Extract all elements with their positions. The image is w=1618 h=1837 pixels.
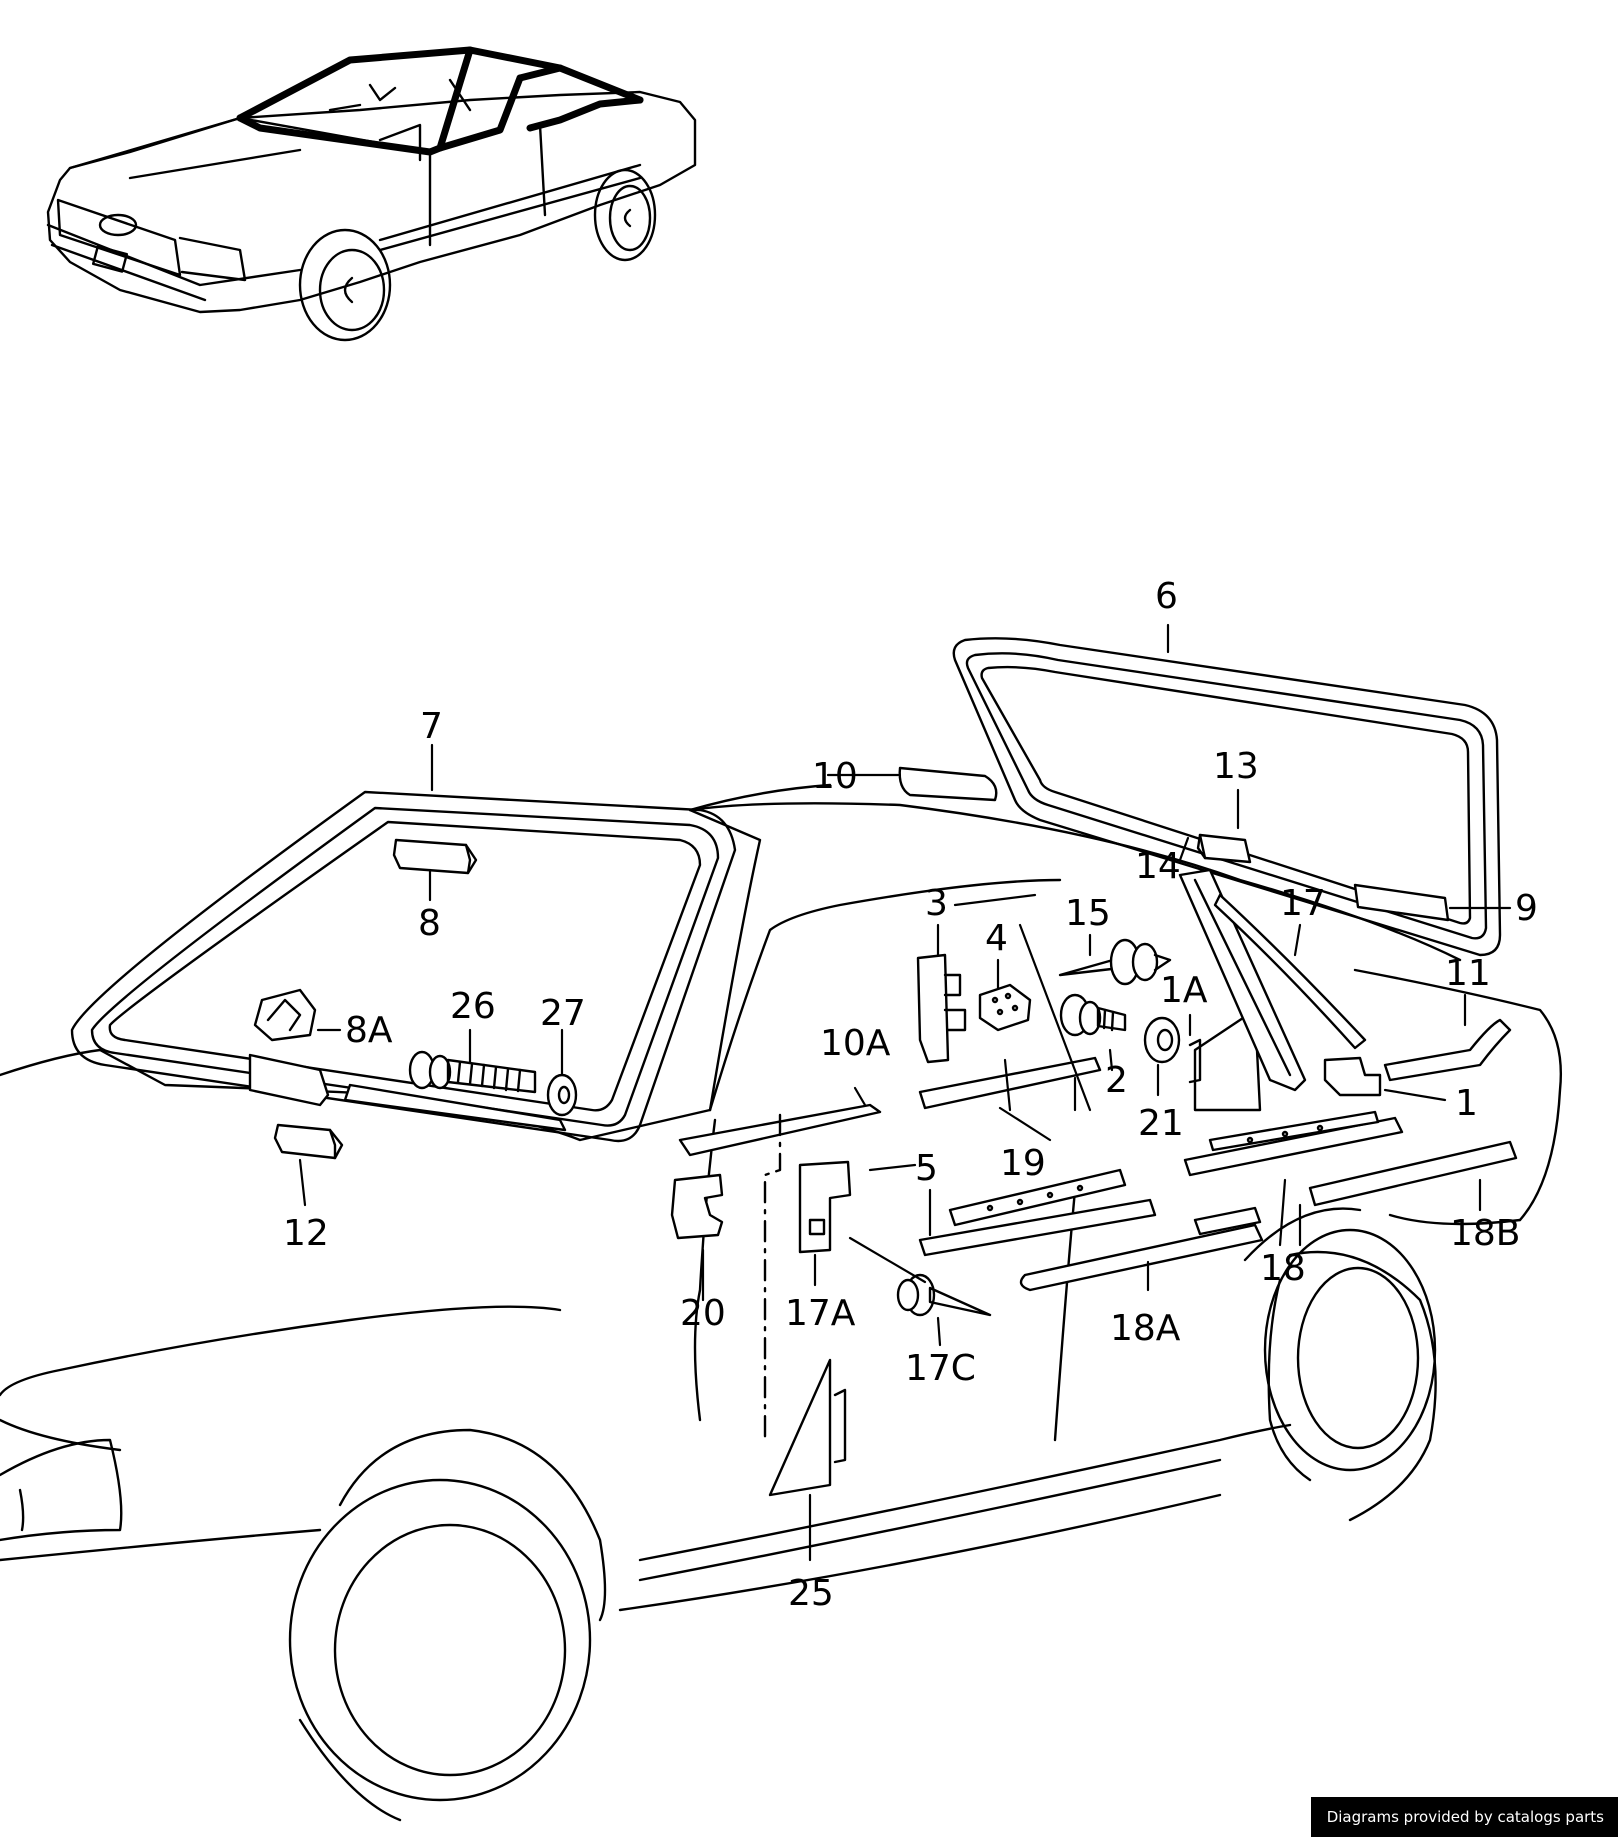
callout-5: 5 bbox=[915, 1148, 938, 1189]
callout-6: 6 bbox=[1155, 576, 1178, 617]
part-26-bolt bbox=[408, 1050, 537, 1094]
car-thumbnail-illustration bbox=[46, 46, 697, 342]
part-10-trim-piece bbox=[898, 766, 998, 802]
callout-10A: 10A bbox=[820, 1023, 891, 1064]
part-9-trim-block bbox=[1353, 883, 1450, 922]
part-1A-corner-piece bbox=[1188, 1008, 1262, 1112]
part-14-pillar-trim bbox=[1178, 868, 1307, 1092]
callout-9: 9 bbox=[1515, 888, 1538, 929]
part-13-trim-block bbox=[1196, 833, 1252, 864]
part-1-bracket bbox=[1323, 1056, 1382, 1097]
callout-17: 17 bbox=[1280, 883, 1326, 924]
leader-lines bbox=[298, 623, 1512, 1562]
callout-2: 2 bbox=[1105, 1060, 1128, 1101]
part-27-washer bbox=[546, 1073, 578, 1117]
part-12-trim-block bbox=[273, 1123, 344, 1160]
callout-8A: 8A bbox=[345, 1010, 393, 1051]
callout-14: 14 bbox=[1135, 846, 1181, 887]
callout-27: 27 bbox=[540, 993, 586, 1034]
dashed-guide-line bbox=[763, 1113, 782, 1442]
callout-18B: 18B bbox=[1450, 1213, 1521, 1254]
part-15-pin bbox=[1058, 938, 1172, 986]
main-car-body bbox=[0, 783, 1562, 1822]
callout-15: 15 bbox=[1065, 893, 1111, 934]
callout-26: 26 bbox=[450, 986, 496, 1027]
part-2-screw bbox=[1059, 993, 1127, 1037]
part-11-trim-strip bbox=[1383, 1018, 1512, 1082]
callout-25: 25 bbox=[788, 1573, 834, 1614]
part-8-trim-block bbox=[392, 838, 478, 875]
part-17C-bolt bbox=[896, 1273, 992, 1317]
part-18A-strip bbox=[1019, 1223, 1264, 1292]
part-21-washer bbox=[1143, 1016, 1181, 1064]
part-18B-strip bbox=[1308, 1140, 1518, 1207]
callout-13: 13 bbox=[1213, 746, 1259, 787]
callout-11: 11 bbox=[1445, 953, 1491, 994]
callout-18A: 18A bbox=[1110, 1308, 1181, 1349]
part-6-rear-window-seal bbox=[952, 637, 1502, 957]
diagram-credit-badge: Diagrams provided by catalogs parts bbox=[1310, 1797, 1618, 1837]
part-25-triangle-panel bbox=[768, 1358, 847, 1497]
callout-12: 12 bbox=[283, 1213, 329, 1254]
callout-8: 8 bbox=[418, 903, 441, 944]
callout-17A: 17A bbox=[785, 1293, 856, 1334]
part-17-seal-strip bbox=[1213, 893, 1367, 1050]
callout-3: 3 bbox=[925, 883, 948, 924]
part-18-rear-door-strips bbox=[1183, 1110, 1404, 1236]
part-3-bracket bbox=[916, 953, 967, 1064]
part-8A-clip bbox=[253, 988, 317, 1042]
part-5-19-door-strips bbox=[918, 1056, 1157, 1257]
part-17A-bracket bbox=[798, 1160, 852, 1254]
part-4-grommet bbox=[978, 983, 1032, 1032]
callout-17C: 17C bbox=[905, 1348, 976, 1389]
callout-labels: 6 7 8 8A 26 27 12 10 13 9 14 17 11 15 1A… bbox=[283, 576, 1538, 1614]
callout-1: 1 bbox=[1455, 1083, 1478, 1124]
callout-19: 19 bbox=[1000, 1143, 1046, 1184]
callout-7: 7 bbox=[420, 706, 443, 747]
callout-10: 10 bbox=[812, 756, 858, 797]
part-7-windshield-seal bbox=[70, 790, 737, 1143]
part-20-bracket bbox=[670, 1173, 724, 1240]
callout-20: 20 bbox=[680, 1293, 726, 1334]
callout-18: 18 bbox=[1260, 1248, 1306, 1289]
callout-4: 4 bbox=[985, 918, 1008, 959]
callout-1A: 1A bbox=[1160, 970, 1208, 1011]
windshield-lower-trims bbox=[248, 1053, 567, 1132]
callout-21: 21 bbox=[1138, 1103, 1184, 1144]
